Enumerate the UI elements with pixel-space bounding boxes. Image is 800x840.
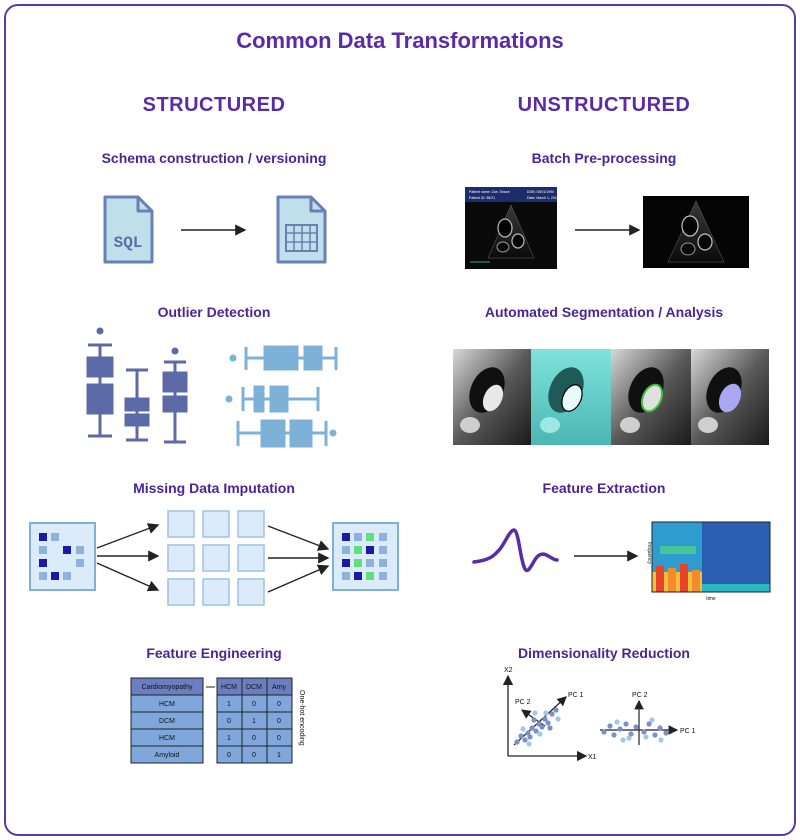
imputation-arrow-3 [96,562,160,592]
categorical-table: Cardiomyopathy HCM DCM HCM Amyloid [130,677,204,764]
svg-text:X2: X2 [504,667,513,674]
section-title-dim-reduction: Dimensionality Reduction [518,645,690,661]
onehot-cell: 0 [227,752,231,759]
onehot-cell: 1 [252,718,256,725]
onehot-header: DCM [246,684,262,691]
onehot-cell: 0 [252,735,256,742]
mri-strip [453,349,769,445]
categorical-row: HCM [159,701,175,708]
section-title-schema: Schema construction / versioning [101,150,327,166]
imputation-arrow-1 [96,523,160,549]
section-title-feature-engineering: Feature Engineering [146,645,282,661]
section-title-outlier: Outlier Detection [157,304,271,320]
imputation-grid [167,510,265,606]
sparse-matrix [29,522,96,591]
section-title-segmentation: Automated Segmentation / Analysis [484,304,724,320]
onehot-header: Amy [272,684,287,691]
onehot-cell: 0 [277,718,281,725]
echo-image-raw: Patient name: Zoe, Shane Patient ID: 58/… [465,187,559,269]
onehot-label: One-hot encoding [298,690,305,746]
horizontal-boxplots [225,345,338,448]
sql-file-icon: SQL [103,195,154,264]
vertical-boxplots [86,327,188,444]
onehot-cell: 0 [252,701,256,708]
section-title-imputation: Missing Data Imputation [133,480,295,496]
onehot-cell: 1 [227,701,231,708]
imputation-arrow-6 [267,564,330,593]
spectrogram-xlabel: time [706,596,716,602]
section-title-batch: Batch Pre-processing [531,150,677,166]
waveform-icon [472,528,559,573]
categorical-header: Cardiomyopathy [142,684,193,691]
svg-text:DOB: 05/01/1990: DOB: 05/01/1990 [527,190,554,194]
onehot-cell: 0 [252,752,256,759]
svg-text:PC 2: PC 2 [515,699,531,706]
onehot-header: HCM [221,684,237,691]
onehot-cell: 0 [227,718,231,725]
svg-text:Date: March 1, 2018: Date: March 1, 2018 [527,196,559,200]
onehot-cell: 0 [277,701,281,708]
pca-plot-rotated: PC 2 PC 1 [600,692,696,745]
categorical-row: DCM [159,718,175,725]
imputed-matrix [332,522,399,591]
svg-text:Patient ID: 58/21: Patient ID: 58/21 [469,196,495,200]
onehot-cell: 1 [227,735,231,742]
column-heading-structured: STRUCTURED [142,94,286,116]
svg-text:PC 1: PC 1 [680,728,696,735]
onehot-table: HCM DCM Amy 1 0 0 0 1 0 1 0 0 0 0 1 [216,677,293,764]
categorical-row: HCM [159,735,175,742]
sql-icon-label: SQL [114,234,143,252]
echo-image-clean [643,196,749,268]
svg-text:X1: X1 [588,754,597,761]
page-title: Common Data Transformations [236,28,564,53]
section-title-feature-extraction: Feature Extraction [542,480,666,496]
pca-plot-original: X2 X1 PC 1 PC 2 [502,667,597,762]
svg-text:Patient name: Zoe, Shane: Patient name: Zoe, Shane [469,190,510,194]
onehot-cell: 0 [277,735,281,742]
onehot-cell: 1 [277,752,281,759]
svg-text:PC 2: PC 2 [632,692,648,699]
imputation-arrow-4 [267,525,330,551]
column-heading-unstructured: UNSTRUCTURED [517,94,691,116]
spreadsheet-file-icon [276,195,327,264]
svg-text:PC 1: PC 1 [568,692,584,699]
spectrogram [651,521,771,593]
categorical-row: Amyloid [155,752,180,759]
spectrogram-ylabel: frequency [646,542,652,564]
